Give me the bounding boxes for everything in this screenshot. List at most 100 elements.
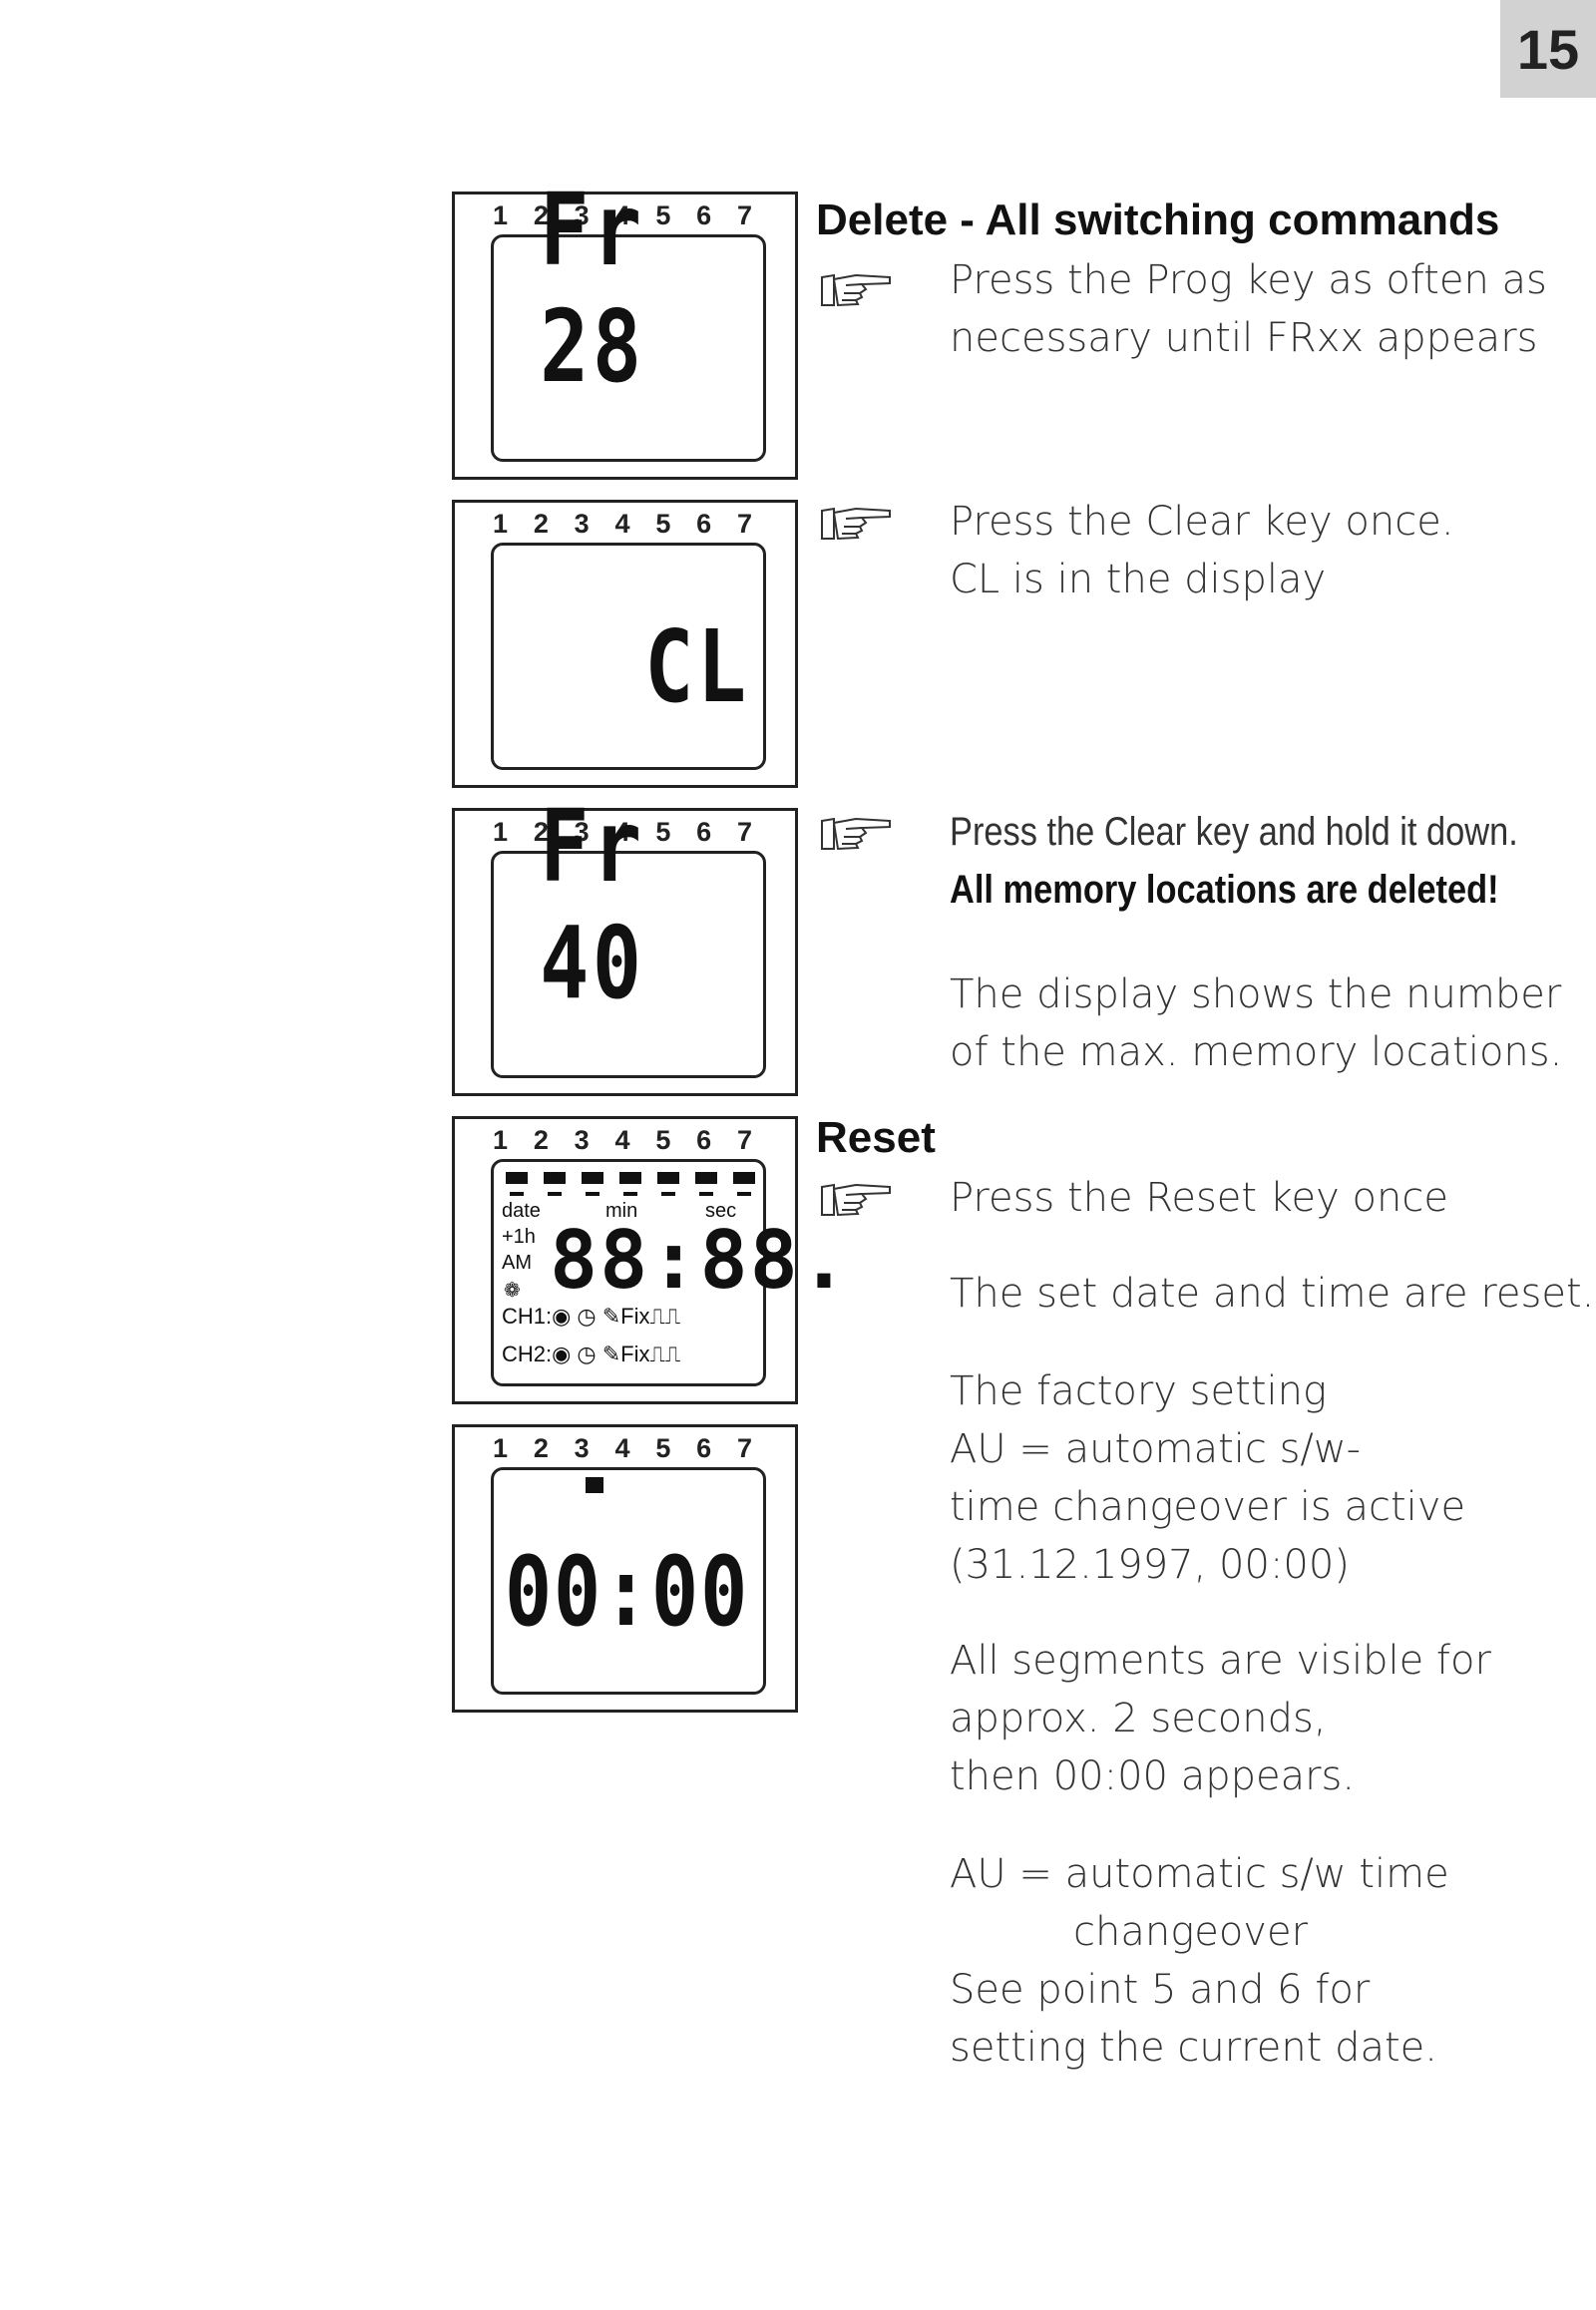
weekday: 2 [533,1125,549,1155]
weekday: 2 [533,1433,549,1463]
plus1h-label: +1h [502,1226,536,1248]
weekday: 6 [696,1125,712,1155]
pointing-hand-icon [821,1183,891,1217]
weekday: 2 [533,817,549,847]
weekday: 5 [655,1125,671,1155]
date-label: date [502,1200,541,1222]
weekday: 3 [574,200,590,230]
weekday-row: 1 2 3 4 5 6 7 [493,817,752,848]
weekday: 4 [614,509,630,539]
au-note: AU = automatic s/w time changeover See p… [950,1845,1449,2077]
pointing-hand-icon [821,817,891,851]
lcd-display-1: 1 2 3 4 5 6 7 Fr 28 [452,172,798,480]
weekday: 1 [493,200,509,230]
weekday: 7 [736,200,752,230]
weekday: 1 [493,817,509,847]
lcd-readout: CL [643,608,749,725]
weekday: 2 [533,509,549,539]
reset-heading: Reset [816,1113,936,1162]
holiday-icon: ❁ [504,1280,521,1302]
weekday: 4 [614,817,630,847]
weekday: 3 [574,817,590,847]
weekday: 6 [696,817,712,847]
text-line: Press the Prog key as often as [950,257,1547,303]
weekday: 7 [736,817,752,847]
lcd-display-2: 1 2 3 4 5 6 7 CL [452,500,798,788]
lcd-screen-all-segments: date min sec +1h AM ❁ 88:88. CH1:◉ ◷ ✎Fi… [491,1159,848,1386]
reset-note: The set date and time are reset. [950,1271,1595,1317]
lcd-display-5: 1 2 3 4 5 6 7 00:00 [452,1424,798,1713]
text-line: The display shows the number [950,971,1562,1017]
weekday: 1 [493,1125,509,1155]
weekday: 4 [614,1433,630,1463]
lcd-screen: 00:00 [491,1467,766,1695]
text-line: approx. 2 seconds, [950,1696,1327,1741]
text-line: then 00:00 appears. [950,1753,1356,1799]
weekday: 7 [736,1125,752,1155]
weekday: 2 [533,200,549,230]
text-line: CL is in the display [950,557,1327,602]
day-bar [619,1172,641,1184]
text-line: The factory setting [950,1368,1327,1414]
text-line: changeover [1073,1909,1309,1955]
lcd-readout: Fr 28 [540,172,645,405]
weekday: 6 [696,1433,712,1463]
text-line: All segments are visible for [950,1638,1491,1684]
channel-1-row: CH1:◉ ◷ ✎Fix⎍⎍ [502,1304,681,1329]
sec-label: sec [705,1200,737,1222]
weekday: 7 [736,1433,752,1463]
page-number: 15 [1500,0,1596,98]
lcd-display-3: 1 2 3 4 5 6 7 Fr 40 [452,788,798,1096]
weekday: 4 [614,200,630,230]
weekday: 1 [493,1433,509,1463]
text-line: AU = automatic s/w time [950,1851,1449,1897]
weekday: 5 [655,200,671,230]
lcd-screen: CL [491,543,766,770]
day-bar [695,1172,717,1184]
pointing-hand-icon [821,273,891,307]
channel-2-row: CH2:◉ ◷ ✎Fix⎍⎍ [502,1342,681,1366]
lcd-readout: 00:00 [504,1536,749,1648]
weekday: 4 [614,1125,630,1155]
weekday: 3 [574,1433,590,1463]
day-bar [657,1172,679,1184]
step-clear-once: Press the Clear key once. CL is in the d… [950,493,1454,608]
pointing-hand-icon [821,507,891,541]
day-bar [544,1172,566,1184]
weekday: 5 [655,817,671,847]
day-3-marker [586,1477,603,1493]
lcd-screen: Fr 28 [491,172,766,462]
weekday: 3 [574,509,590,539]
text-line: AU = automatic s/w- [950,1426,1362,1472]
segments-note: All segments are visible for approx. 2 s… [950,1632,1491,1805]
text-line: Press the Clear key once. [950,499,1454,545]
weekday: 5 [655,1433,671,1463]
text-line: See point 5 and 6 for [950,1967,1371,2013]
text-line: necessary until FRxx appears [950,315,1538,361]
step-clear-hold: Press the Clear key and hold it down. [950,810,1518,854]
weekday-row: 1 2 3 4 5 6 7 [493,1125,752,1156]
day-bar [506,1172,528,1184]
am-label: AM [502,1252,532,1274]
step-prog-key: Press the Prog key as often as necessary… [950,251,1547,367]
min-label: min [605,1200,638,1222]
memory-note: The display shows the number of the max.… [950,965,1562,1081]
weekday-row: 1 2 3 4 5 6 7 [493,1433,752,1464]
weekday: 6 [696,509,712,539]
lcd-readout: Fr 40 [540,788,645,1021]
weekday-bars [506,1172,755,1184]
delete-heading: Delete - All switching commands [816,195,1500,244]
weekday-row: 1 2 3 4 5 6 7 [493,200,752,231]
day-bar [733,1172,755,1184]
weekday-row: 1 2 3 4 5 6 7 [493,509,752,540]
weekday: 5 [655,509,671,539]
lcd-readout: 88:88. [550,1214,850,1307]
factory-setting-note: The factory setting AU = automatic s/w- … [950,1362,1465,1594]
lcd-display-4: 1 2 3 4 5 6 7 date min sec +1h AM ❁ 88:8… [452,1116,848,1404]
lcd-screen: Fr 40 [491,788,766,1078]
weekday: 6 [696,200,712,230]
text-line: time changeover is active [950,1484,1466,1530]
weekday: 7 [736,509,752,539]
all-deleted-warning: All memory locations are deleted! [950,868,1499,912]
text-line: setting the current date. [950,2025,1437,2071]
